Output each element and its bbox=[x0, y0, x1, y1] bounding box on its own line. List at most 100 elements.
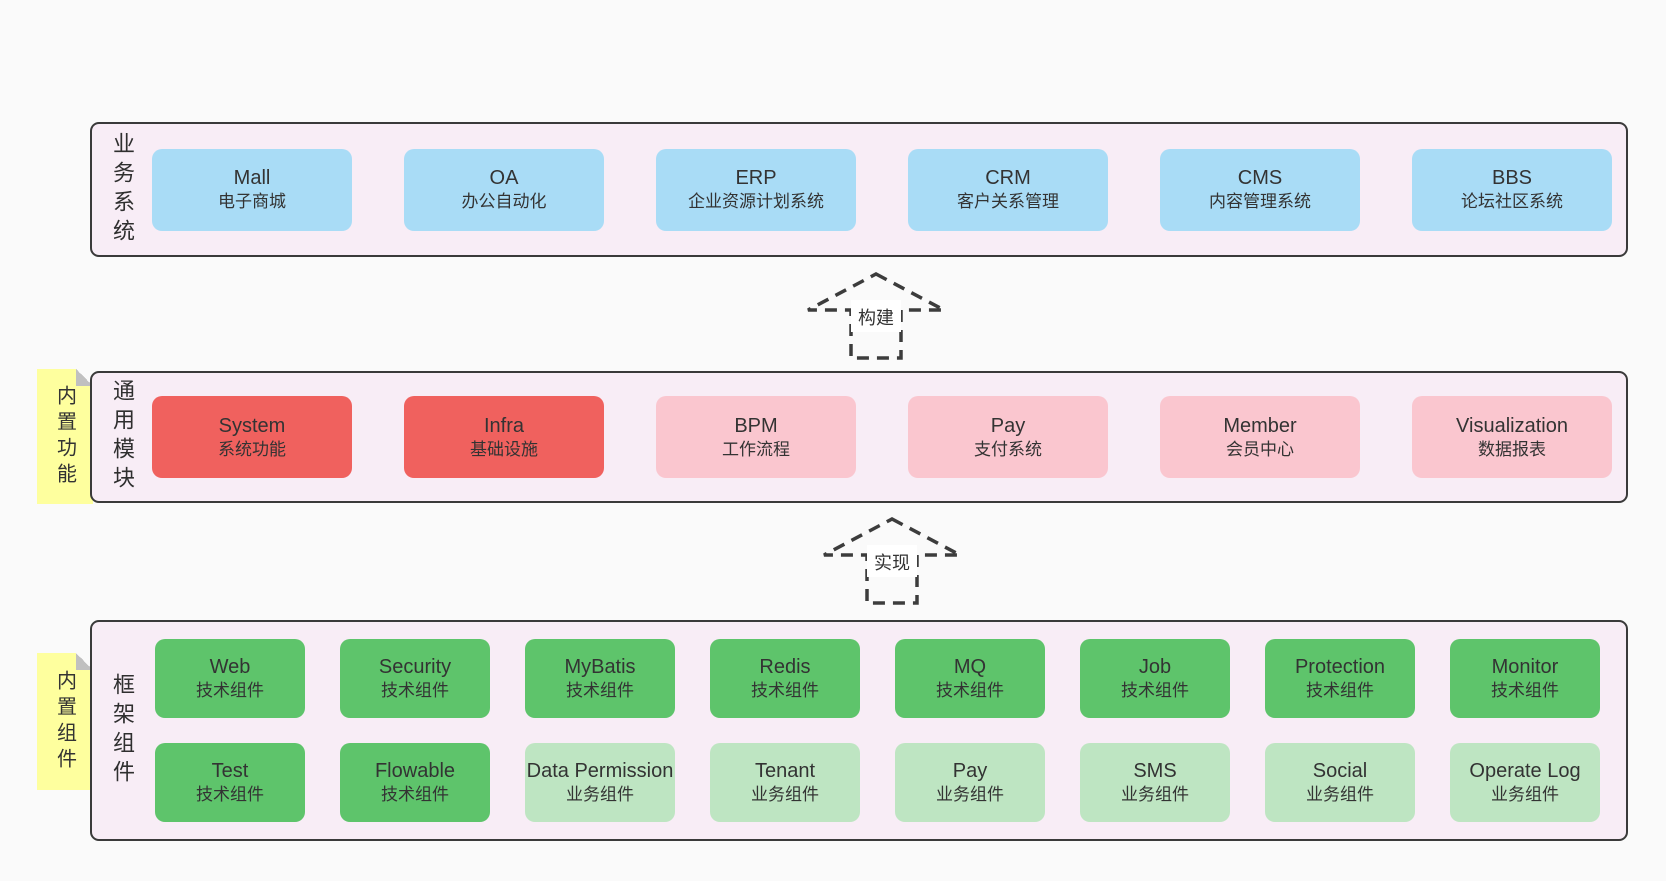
sticky-note-label: 内置组件 bbox=[53, 669, 76, 774]
box-title: Flowable bbox=[374, 760, 456, 783]
box-subtitle: 客户关系管理 bbox=[957, 192, 1059, 212]
box-subtitle: 工作流程 bbox=[722, 439, 790, 459]
box-subtitle: 技术组件 bbox=[196, 681, 264, 701]
box-title: Monitor bbox=[1491, 656, 1559, 679]
box-subtitle: 办公自动化 bbox=[461, 192, 547, 212]
box-title: Protection bbox=[1294, 656, 1386, 679]
arrow-implement-label: 实现 bbox=[874, 553, 910, 573]
box-subtitle: 技术组件 bbox=[566, 681, 634, 701]
box-subtitle: 基础设施 bbox=[470, 439, 538, 459]
box-title: Redis bbox=[759, 656, 811, 679]
box-subtitle: 业务组件 bbox=[1306, 785, 1374, 805]
box-subtitle: 技术组件 bbox=[1306, 681, 1374, 701]
box-title: Web bbox=[209, 656, 251, 679]
arrow-build: 构建 bbox=[807, 272, 945, 360]
box-title: ERP bbox=[735, 167, 777, 190]
box-title: Pay bbox=[990, 414, 1026, 437]
box-title: Test bbox=[211, 760, 249, 783]
box-title: MyBatis bbox=[564, 656, 636, 679]
box-title: BBS bbox=[1491, 167, 1533, 190]
box-title: Mall bbox=[233, 167, 271, 190]
dashed-up-arrow-icon bbox=[807, 272, 945, 360]
box-title: Operate Log bbox=[1469, 760, 1581, 783]
box-subtitle: 技术组件 bbox=[381, 681, 449, 701]
box-title: Tenant bbox=[754, 760, 816, 783]
box-subtitle: 技术组件 bbox=[381, 785, 449, 805]
sticky-note-label: 内置功能 bbox=[53, 384, 76, 489]
box-title: CRM bbox=[985, 167, 1031, 190]
box-title: Infra bbox=[483, 414, 525, 437]
box-title: Security bbox=[378, 656, 452, 679]
box-title: OA bbox=[489, 167, 519, 190]
box-title: BPM bbox=[734, 414, 778, 437]
box-subtitle: 业务组件 bbox=[1121, 785, 1189, 805]
dashed-up-arrow-icon bbox=[823, 517, 961, 605]
box-subtitle: 技术组件 bbox=[751, 681, 819, 701]
box-title: Pay bbox=[952, 760, 988, 783]
box-subtitle: 技术组件 bbox=[196, 785, 264, 805]
box-subtitle: 电子商城 bbox=[218, 192, 286, 212]
box-subtitle: 业务组件 bbox=[936, 785, 1004, 805]
sticky-note-built-in-features: 内置功能 bbox=[37, 369, 93, 504]
box-title: Member bbox=[1223, 414, 1297, 437]
sticky-note-built-in-components: 内置组件 bbox=[37, 653, 93, 790]
box-title: Data Permission bbox=[526, 760, 674, 783]
box-subtitle: 数据报表 bbox=[1478, 439, 1546, 459]
box-title: CMS bbox=[1237, 167, 1283, 190]
box-subtitle: 会员中心 bbox=[1226, 439, 1294, 459]
box-subtitle: 支付系统 bbox=[974, 439, 1042, 459]
box-subtitle: 系统功能 bbox=[218, 439, 286, 459]
arrow-implement: 实现 bbox=[823, 517, 961, 605]
box-subtitle: 业务组件 bbox=[1491, 785, 1559, 805]
arrow-label-background bbox=[851, 300, 901, 332]
box-title: MQ bbox=[953, 656, 987, 679]
arrow-build-label: 构建 bbox=[858, 308, 894, 328]
box-subtitle: 技术组件 bbox=[1121, 681, 1189, 701]
box-subtitle: 内容管理系统 bbox=[1209, 192, 1311, 212]
band-label-common-modules: 通用模块 bbox=[110, 379, 135, 495]
box-subtitle: 企业资源计划系统 bbox=[688, 192, 824, 212]
box-subtitle: 技术组件 bbox=[936, 681, 1004, 701]
box-subtitle: 论坛社区系统 bbox=[1461, 192, 1563, 212]
box-title: SMS bbox=[1133, 760, 1177, 783]
band-label-business-systems: 业务系统 bbox=[110, 131, 135, 248]
box-subtitle: 业务组件 bbox=[566, 785, 634, 805]
